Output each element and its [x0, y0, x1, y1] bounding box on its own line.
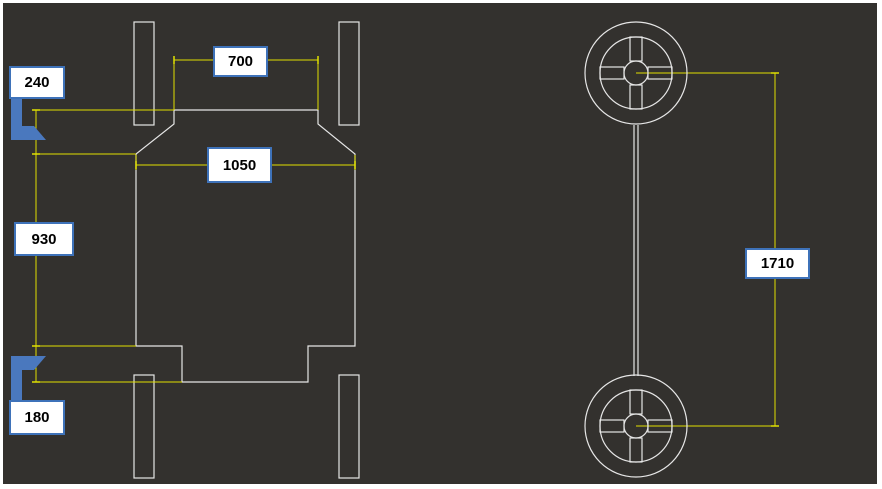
chassis-side-view: [584, 21, 688, 478]
rear-left-wheel: [133, 374, 155, 479]
label-180: 180: [9, 400, 65, 435]
label-1050: 1050: [207, 147, 272, 183]
bracket-icon: [11, 98, 46, 140]
label-1710: 1710: [745, 248, 810, 279]
wheel-icon: [584, 374, 688, 478]
wheel-tire: [584, 374, 688, 478]
wheel-spoke: [629, 84, 643, 110]
label-240: 240: [9, 66, 65, 99]
wheel-spoke: [599, 419, 625, 433]
dimension-ticks: [32, 56, 779, 427]
front-left-wheel: [133, 21, 155, 126]
wheel-icon: [584, 21, 688, 125]
wheel-spoke: [629, 389, 643, 415]
label-930: 930: [14, 222, 74, 256]
wheel-spoke: [647, 66, 673, 80]
rear-right-wheel: [338, 374, 360, 479]
wheel-spoke: [599, 66, 625, 80]
label-700: 700: [213, 46, 268, 77]
bracket-icon: [11, 356, 46, 400]
drawing-background: [3, 3, 877, 484]
front-right-wheel: [338, 21, 360, 126]
wheel-spoke: [629, 437, 643, 463]
wheel-spoke: [629, 36, 643, 62]
wheel-tire: [584, 21, 688, 125]
wheel-spoke: [647, 419, 673, 433]
